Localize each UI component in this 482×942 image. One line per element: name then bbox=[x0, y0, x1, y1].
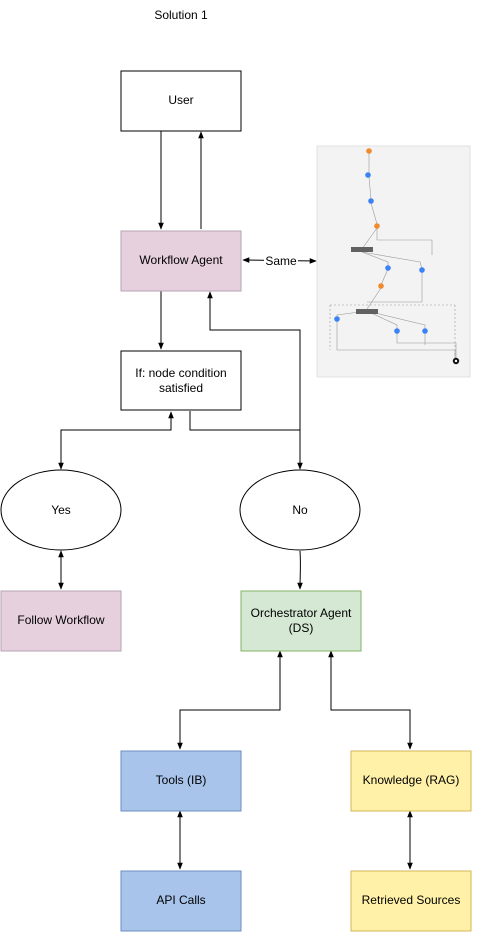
node-yes-label: Yes bbox=[51, 503, 71, 517]
edge-orchestrator-knowledge[interactable] bbox=[328, 650, 413, 750]
node-workflow-agent-label: Workflow Agent bbox=[139, 253, 223, 267]
node-knowledge[interactable]: Knowledge (RAG) bbox=[350, 750, 472, 812]
node-follow-workflow-label: Follow Workflow bbox=[17, 613, 104, 627]
edge-label-same: Same bbox=[265, 254, 297, 268]
node-yes[interactable]: Yes bbox=[0, 469, 122, 551]
node-user-label: User bbox=[168, 93, 193, 107]
node-retrieved-sources-label: Retrieved Sources bbox=[362, 893, 461, 907]
edge-orchestrator-tools[interactable] bbox=[177, 650, 283, 750]
node-api-calls[interactable]: API Calls bbox=[120, 870, 242, 932]
node-condition[interactable]: If: node condition satisfied bbox=[120, 350, 242, 411]
node-orchestrator-line2: (DS) bbox=[289, 621, 314, 635]
diagram-title: Solution 1 bbox=[154, 8, 208, 22]
node-no-label: No bbox=[292, 503, 308, 517]
node-knowledge-label: Knowledge (RAG) bbox=[363, 773, 460, 787]
node-retrieved-sources[interactable]: Retrieved Sources bbox=[350, 870, 472, 932]
node-follow-workflow[interactable]: Follow Workflow bbox=[0, 590, 122, 652]
edge-no-back-to-workflow[interactable] bbox=[207, 291, 301, 430]
edge-condition-no[interactable] bbox=[189, 411, 303, 470]
node-workflow-agent[interactable]: Workflow Agent bbox=[120, 230, 242, 292]
node-orchestrator-line1: Orchestrator Agent bbox=[251, 606, 352, 620]
node-no[interactable]: No bbox=[239, 469, 361, 551]
node-tools-label: Tools (IB) bbox=[156, 773, 207, 787]
node-api-calls-label: API Calls bbox=[156, 893, 205, 907]
node-user[interactable]: User bbox=[120, 70, 242, 132]
edge-condition-yes[interactable] bbox=[58, 411, 174, 470]
node-tools[interactable]: Tools (IB) bbox=[120, 750, 242, 812]
edges bbox=[58, 131, 413, 870]
node-condition-line1: If: node condition bbox=[135, 366, 226, 380]
workflow-image-nodes bbox=[334, 148, 460, 365]
node-orchestrator[interactable]: Orchestrator Agent (DS) bbox=[240, 590, 362, 652]
node-condition-line2: satisfied bbox=[159, 381, 203, 395]
workflow-image[interactable] bbox=[316, 145, 471, 378]
